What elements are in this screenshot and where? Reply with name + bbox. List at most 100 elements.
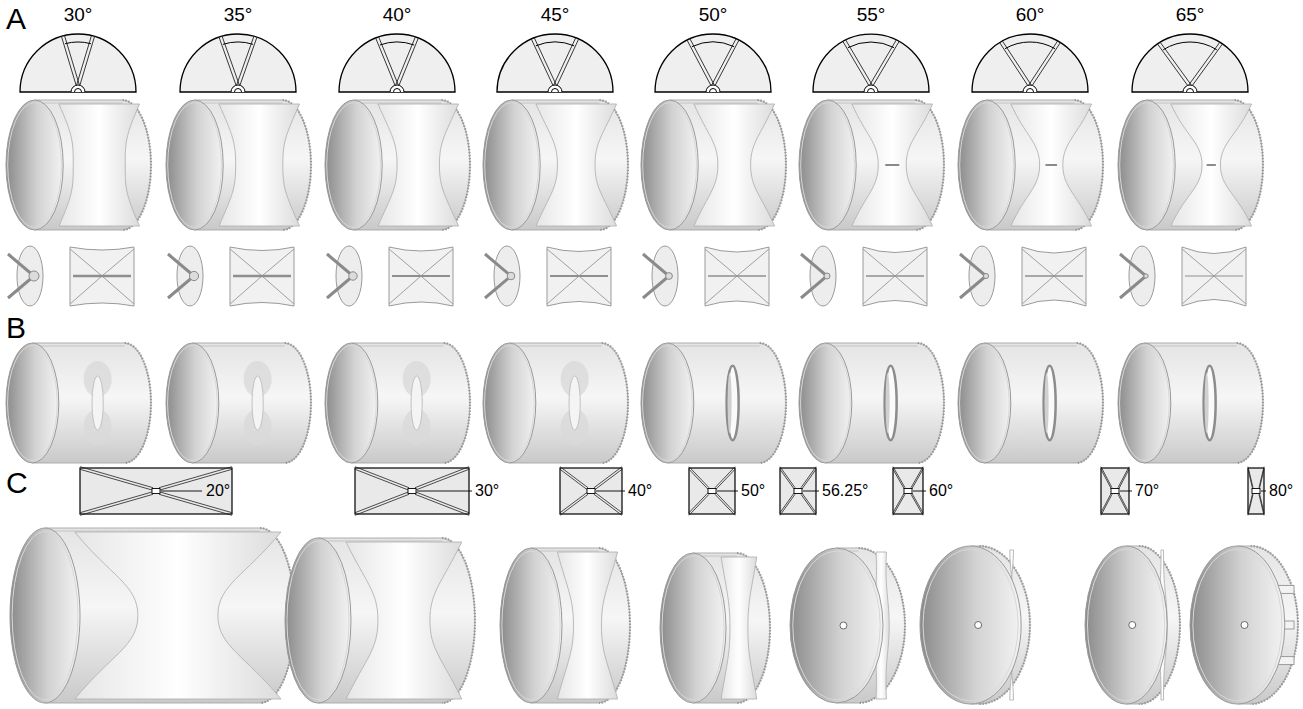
angle-label: 60° xyxy=(1016,5,1045,26)
section-hub xyxy=(824,273,830,279)
ring-shadow xyxy=(1205,373,1209,433)
leader-line xyxy=(803,491,819,492)
channel-line xyxy=(1101,492,1112,513)
channel-line xyxy=(594,494,622,515)
hourglass-web xyxy=(346,542,462,699)
face-rim xyxy=(168,345,218,460)
section-disc xyxy=(177,246,203,306)
face-rim xyxy=(1087,549,1164,701)
cylinder-render xyxy=(166,100,311,230)
channel-line xyxy=(843,41,870,86)
section-block xyxy=(389,247,453,306)
ribbed-end xyxy=(444,343,470,463)
channel-line xyxy=(1118,469,1129,490)
channel-line xyxy=(780,492,795,513)
cylinder-render xyxy=(483,100,628,230)
section-block xyxy=(70,247,134,306)
rim-edge xyxy=(192,346,284,347)
semicircle-outline xyxy=(180,34,296,92)
cylinder-face xyxy=(483,343,536,463)
face-rim xyxy=(12,532,78,700)
channel-line xyxy=(80,494,153,515)
center-chamber xyxy=(708,489,716,494)
rim-edge xyxy=(667,346,759,347)
ring-feature xyxy=(885,366,897,440)
channel-line xyxy=(80,492,153,513)
cylinder-face xyxy=(799,100,856,230)
channel-line xyxy=(594,467,622,488)
center-mark xyxy=(1187,89,1194,93)
section-hub xyxy=(1144,274,1148,278)
cylinder-render xyxy=(1190,546,1298,704)
angle-schematic xyxy=(813,34,929,92)
cylinder-face xyxy=(920,546,1021,704)
ribbed-end xyxy=(1077,343,1103,463)
rim-edge xyxy=(670,103,758,104)
face-rim xyxy=(1120,103,1174,228)
channel-line xyxy=(355,469,409,490)
hourglass-web xyxy=(1171,104,1252,226)
channel-line xyxy=(911,469,923,490)
channel-line xyxy=(893,469,905,490)
angle-label: 56.25° xyxy=(822,482,868,500)
face-rim xyxy=(801,103,855,228)
face-rim xyxy=(1120,345,1170,460)
angle-label: 45° xyxy=(541,5,570,26)
ring-feature xyxy=(1204,366,1216,440)
section-diagonal xyxy=(1182,249,1246,304)
channel-line xyxy=(801,469,816,490)
cylinder-face xyxy=(660,553,726,703)
section-view xyxy=(1120,246,1246,306)
cylinder-face xyxy=(285,538,351,703)
soft-feature xyxy=(569,376,580,430)
panel-letter: B xyxy=(6,311,26,344)
semicircle-outline xyxy=(813,34,929,92)
ribbed-end xyxy=(285,343,311,463)
channel-line xyxy=(1118,492,1129,513)
ring-feature xyxy=(1044,366,1056,440)
channel-line xyxy=(911,467,923,488)
angle-rectangle xyxy=(1101,467,1132,516)
angle-schematic xyxy=(655,34,771,92)
soft-feature xyxy=(411,376,422,430)
center-mark xyxy=(71,85,85,92)
channel-line xyxy=(376,38,396,87)
cylinder-face xyxy=(958,100,1015,230)
section-view xyxy=(643,246,769,306)
cylinder-render xyxy=(325,100,470,230)
angle-label: 70° xyxy=(1135,482,1159,500)
section-block xyxy=(863,247,927,306)
center-chamber xyxy=(408,489,416,494)
channel-line xyxy=(1259,494,1264,515)
cylinder-render xyxy=(641,343,786,463)
angle-arc xyxy=(692,42,734,47)
angle-schematic xyxy=(339,34,455,92)
rim-edge xyxy=(825,346,917,347)
channel-line xyxy=(715,492,735,513)
angle-rectangle xyxy=(893,467,926,516)
rim-edge xyxy=(1144,346,1236,347)
face-rim xyxy=(502,551,560,700)
cylinder-face xyxy=(958,343,1011,463)
angle-rectangle xyxy=(355,467,472,516)
section-block xyxy=(1022,247,1086,306)
face-rim xyxy=(801,345,851,460)
rim-edge xyxy=(1147,103,1235,104)
section-disc xyxy=(17,246,43,306)
section-bar xyxy=(866,275,924,277)
center-mark xyxy=(864,85,878,92)
channel-line xyxy=(893,492,905,513)
angle-label: 80° xyxy=(1269,482,1293,500)
channel-line xyxy=(1248,467,1253,488)
hourglass-web xyxy=(694,104,775,226)
section-view xyxy=(8,246,134,306)
channel-line xyxy=(893,467,905,488)
channel-line xyxy=(1248,492,1253,513)
channel-line xyxy=(531,39,553,87)
center-chamber xyxy=(587,489,595,494)
semicircle-outline xyxy=(972,34,1088,92)
face-rim xyxy=(793,551,880,700)
section-diagonal xyxy=(70,249,134,304)
channel-line xyxy=(594,469,622,490)
ring-shadow xyxy=(728,373,732,433)
